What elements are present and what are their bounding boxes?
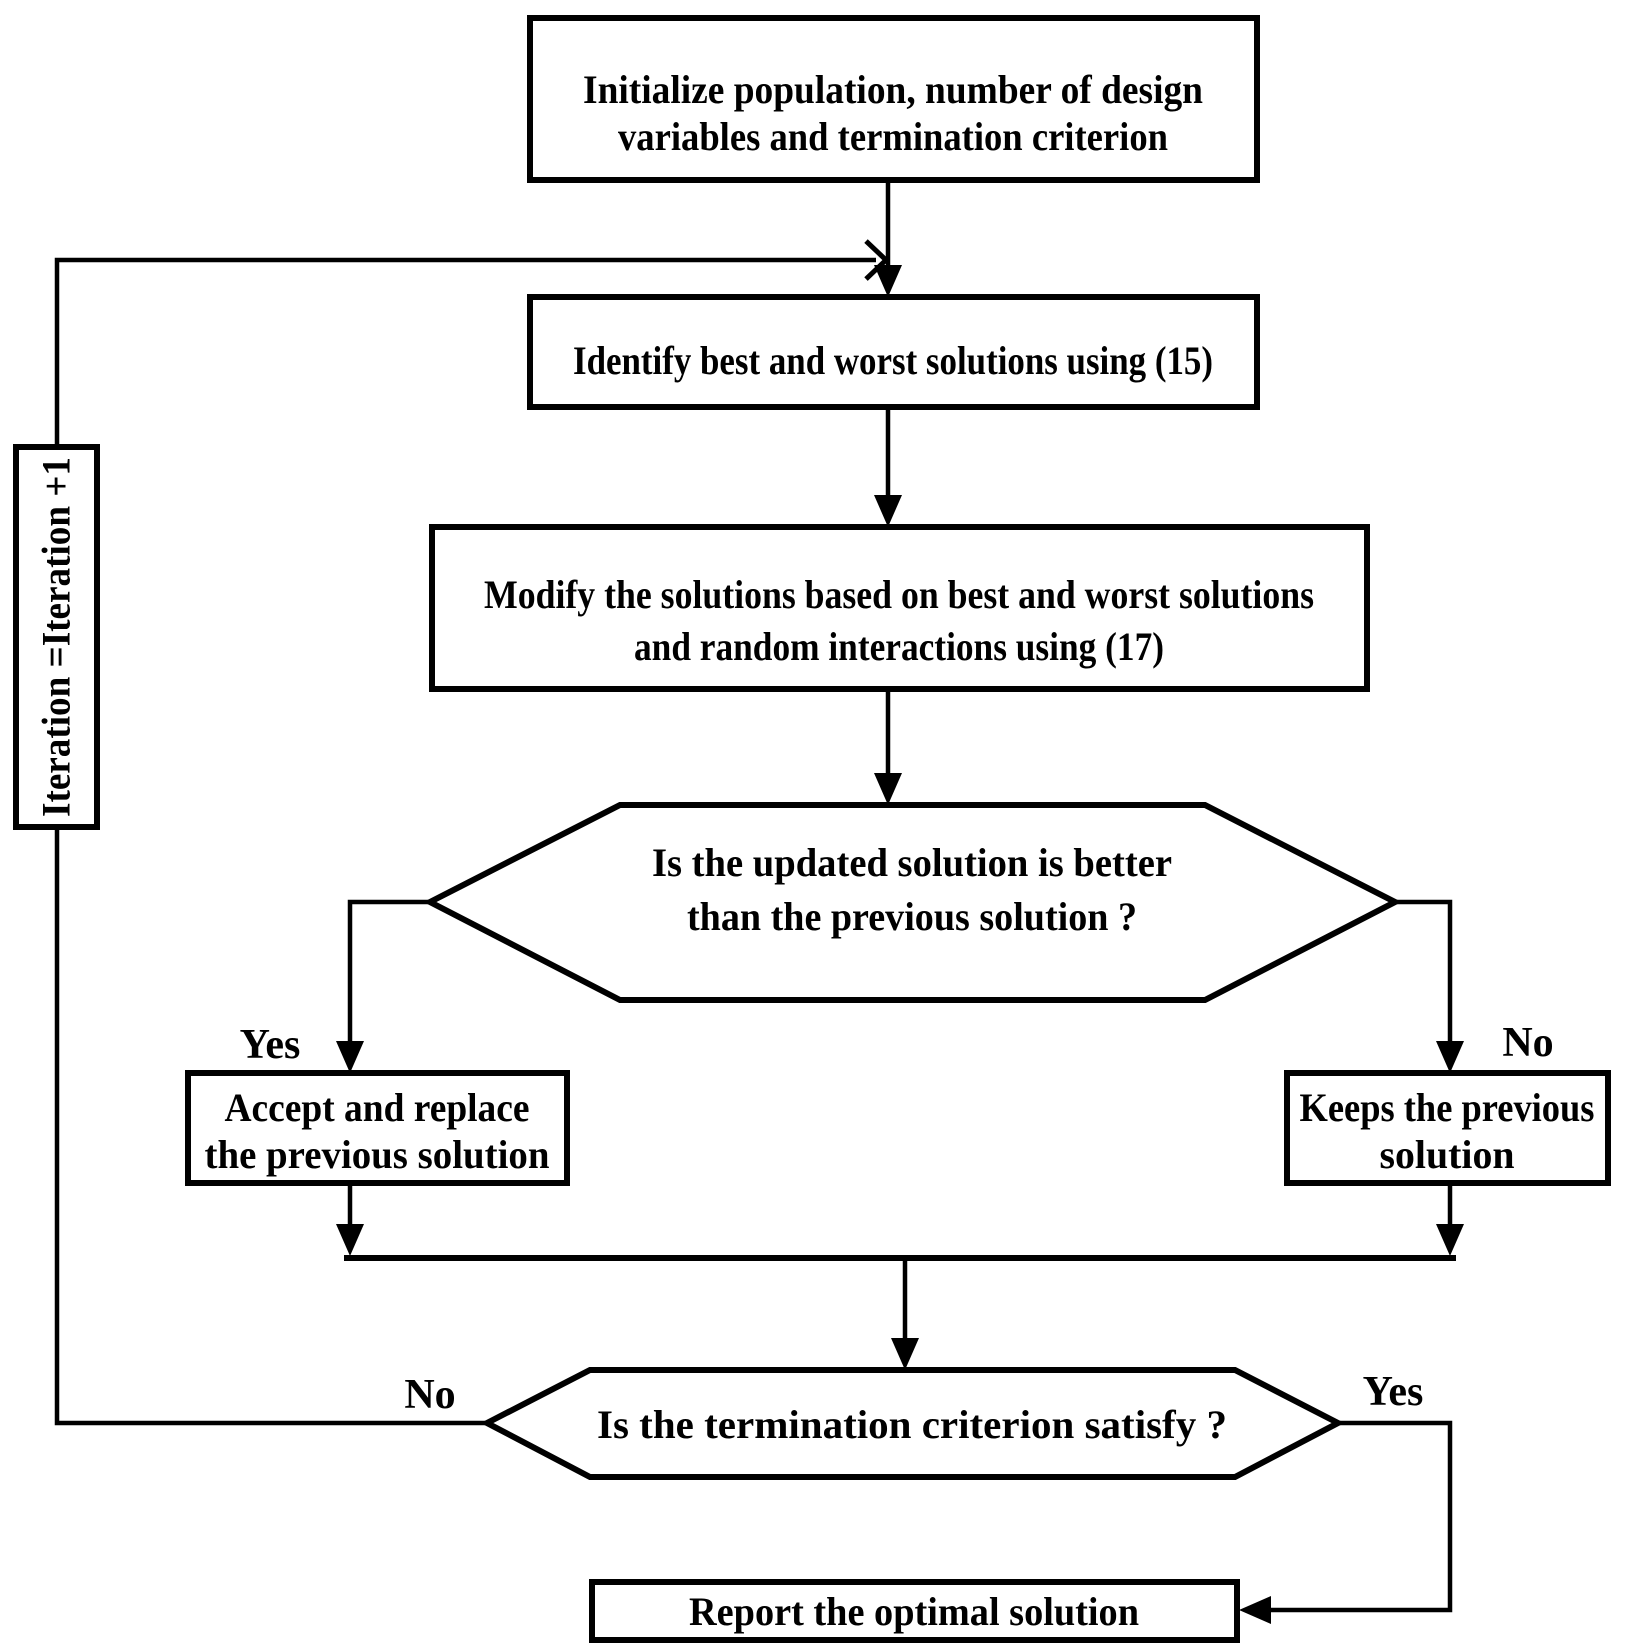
node-report xyxy=(589,1579,1240,1643)
edge-modify-better-arrowhead xyxy=(874,773,902,805)
edge-label-terminate-no: No xyxy=(404,1372,455,1418)
edge-identify-modify-arrowhead xyxy=(874,495,902,527)
node-accept-label-line1: Accept and replace xyxy=(225,1085,530,1130)
node-keep xyxy=(1284,1070,1611,1186)
node-accept-label-line2: the previous solution xyxy=(205,1132,550,1177)
node-modify xyxy=(429,524,1370,692)
edge-better-accept xyxy=(347,899,430,1045)
node-keep-label-line1: Keeps the previous xyxy=(1300,1085,1595,1130)
node-init-label-line2: variables and termination criterion xyxy=(618,114,1168,159)
node-decision-terminate-label: Is the termination criterion satisfy ? xyxy=(597,1402,1227,1447)
node-modify-label-line1: Modify the solutions based on best and w… xyxy=(484,572,1314,617)
edge-terminate-report xyxy=(1271,1420,1453,1613)
node-decision-better-label-line1: Is the updated solution is better xyxy=(652,840,1172,885)
edge-terminate-loop xyxy=(54,257,876,1426)
edge-better-keep xyxy=(1395,899,1453,1045)
node-decision-terminate xyxy=(480,1367,1345,1480)
node-accept xyxy=(185,1070,570,1186)
node-init-label-line1: Initialize population, number of design xyxy=(583,67,1203,112)
node-decision-better-label-line2: than the previous solution ? xyxy=(687,894,1137,939)
node-init xyxy=(527,15,1260,183)
node-modify-label-line2: and random interactions using (17) xyxy=(634,624,1164,669)
edge-accept-merge-arrowhead xyxy=(336,1224,364,1256)
edge-better-keep-arrowhead xyxy=(1436,1041,1464,1073)
edge-label-better-no: No xyxy=(1502,1020,1553,1066)
node-iteration-label: Iteration =Iteration +1 xyxy=(34,457,79,817)
node-identify-label: Identify best and worst solutions using … xyxy=(573,338,1213,383)
node-decision-better xyxy=(423,802,1402,1003)
edge-init-identify-arrowhead xyxy=(874,265,902,297)
edge-merge-terminate-arrowhead xyxy=(891,1338,919,1370)
node-keep-label-line2: solution xyxy=(1380,1132,1515,1177)
node-report-label: Report the optimal solution xyxy=(689,1589,1139,1634)
edge-label-terminate-yes: Yes xyxy=(1363,1369,1424,1415)
edge-better-accept-arrowhead xyxy=(336,1041,364,1073)
node-identify xyxy=(527,294,1260,410)
edge-terminate-report-arrowhead xyxy=(1239,1596,1271,1624)
node-iteration xyxy=(13,444,100,830)
edge-label-better-yes: Yes xyxy=(240,1022,301,1068)
edge-keep-merge-arrowhead xyxy=(1436,1224,1464,1256)
edge-terminate-loop-arrowhead xyxy=(864,239,890,281)
